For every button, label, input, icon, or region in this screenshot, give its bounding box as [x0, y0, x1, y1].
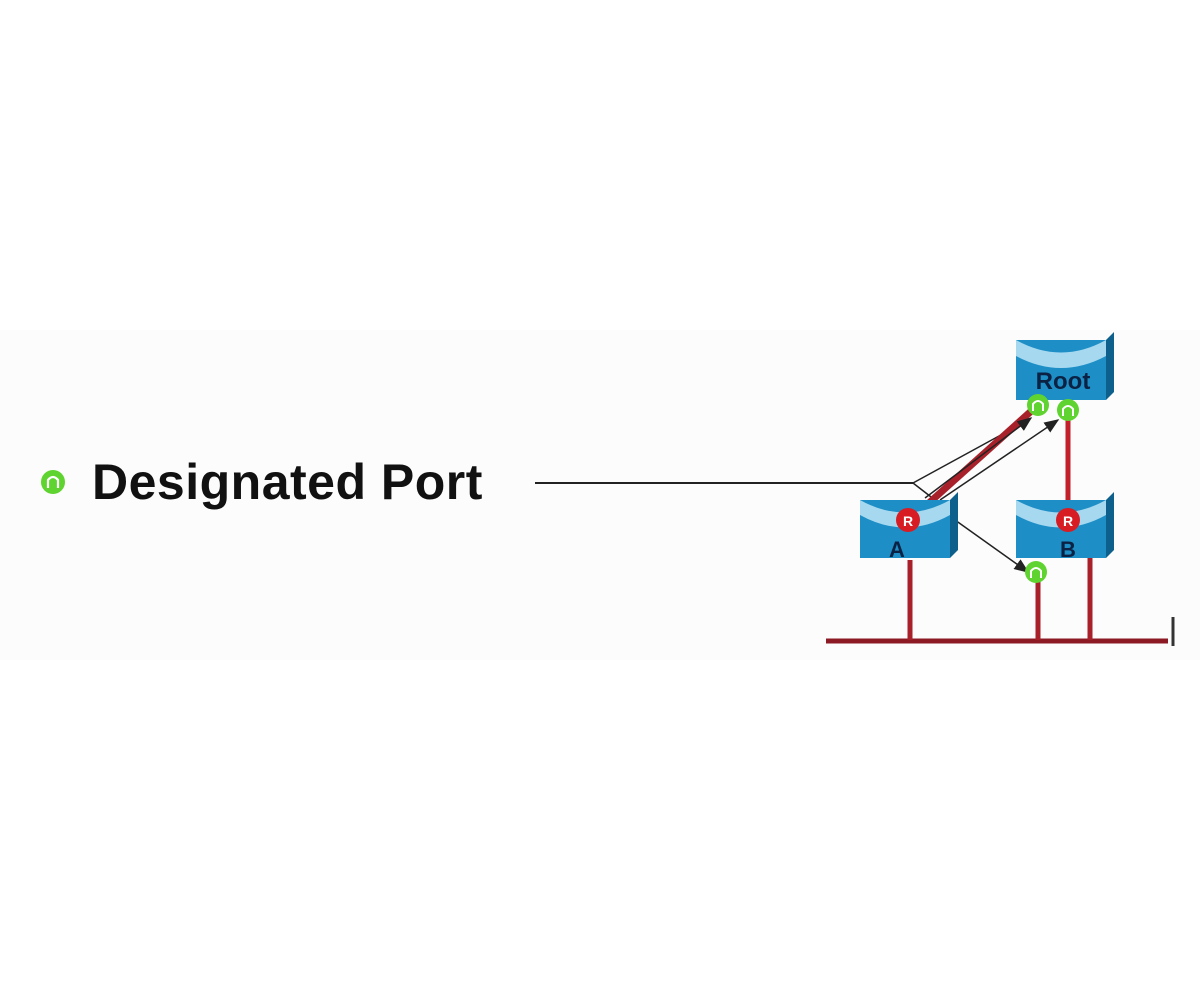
bpdu-arrows	[924, 417, 1060, 573]
switch-a-label: A	[889, 537, 905, 562]
root-port-a-letter: R	[903, 513, 913, 529]
segment-drops	[907, 555, 1093, 640]
root-label: Root	[1036, 368, 1091, 395]
legend-label: Designated Port	[92, 454, 483, 510]
designated-port-root-2	[1057, 399, 1079, 421]
legend: Designated Port	[40, 452, 483, 512]
designated-port-icon	[41, 470, 65, 494]
root-port-b-letter: R	[1063, 513, 1073, 529]
designated-port-root-1	[1027, 394, 1049, 416]
root-port-b: R	[1056, 508, 1080, 532]
designated-port-b-segment	[1025, 561, 1047, 583]
root-port-a: R	[896, 508, 920, 532]
switch-b-label: B	[1060, 537, 1076, 562]
root-switch: Root	[1016, 332, 1114, 400]
leader-line	[535, 482, 913, 484]
diagram-panel	[0, 330, 1200, 660]
lan-segment	[826, 617, 1175, 646]
